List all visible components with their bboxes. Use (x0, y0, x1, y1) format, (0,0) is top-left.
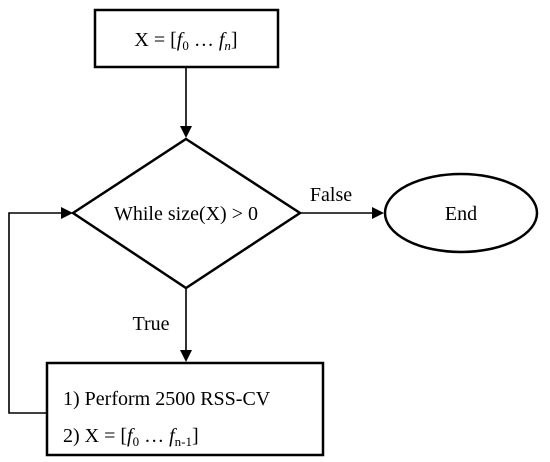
end-node-label: End (445, 203, 477, 225)
decision-label: While size(X) > 0 (114, 203, 258, 225)
edge-decision-to-end (300, 207, 384, 219)
end-node: End (383, 172, 539, 254)
start-node-label: X = [f0 … fn] (134, 29, 237, 53)
process-line-1: 1) Perform 2500 RSS-CV (63, 388, 271, 410)
false-edge-label: False (310, 184, 352, 206)
edge-process-loop-back (8, 207, 73, 414)
decision-node: While size(X) > 0 (70, 137, 303, 290)
process-node: 1) Perform 2500 RSS-CV 2) X = [f0 … fn-1… (45, 361, 325, 457)
true-edge-label: True (132, 313, 169, 335)
start-node: X = [f0 … fn] (93, 8, 280, 69)
edge-start-to-decision (180, 67, 192, 138)
process-line-2: 2) X = [f0 … fn-1] (63, 425, 199, 449)
edge-decision-to-process (180, 289, 192, 362)
